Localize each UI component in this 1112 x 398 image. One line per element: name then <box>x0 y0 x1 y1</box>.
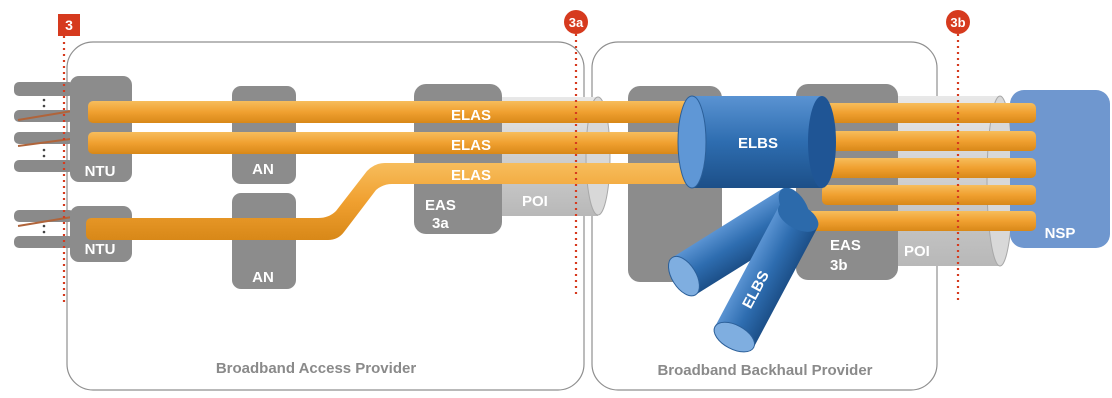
elas-label-3: ELAS <box>451 167 491 184</box>
elbs-angled-cylinder <box>667 187 819 353</box>
copper-leads <box>17 109 79 227</box>
ntu-top-label: NTU <box>85 163 116 180</box>
elas-label-2: ELAS <box>451 137 491 154</box>
backhaul-provider-label: Broadband Backhaul Provider <box>657 362 872 379</box>
elbs-main-cylinder <box>677 95 836 189</box>
an-bottom-box <box>232 193 296 289</box>
marker-3-label: 3 <box>65 17 73 33</box>
elas-pipes <box>86 101 690 240</box>
eas-3b-label-line2: 3b <box>830 257 848 274</box>
elas-label-1: ELAS <box>451 107 491 124</box>
reference-lines <box>62 34 960 305</box>
marker-3a <box>564 10 588 34</box>
access-provider-label: Broadband Access Provider <box>216 360 417 377</box>
marker-3b-label: 3b <box>950 15 965 30</box>
poi-right-label: POI <box>904 243 930 260</box>
connector-stubs <box>14 82 74 248</box>
dots-icon <box>42 98 46 234</box>
an-top-label: AN <box>252 161 274 178</box>
nsp-box <box>1010 90 1110 248</box>
marker-3 <box>58 14 80 36</box>
elbs-main-label: ELBS <box>738 135 778 152</box>
backhaul-pipes <box>806 103 1036 231</box>
eas-3b-label-line1: EAS <box>830 237 861 254</box>
nsp-label: NSP <box>1045 225 1076 242</box>
marker-3b <box>946 10 970 34</box>
an-bottom-label: AN <box>252 269 274 286</box>
poi-left-label: POI <box>522 193 548 210</box>
eas-3a-label-line1: EAS <box>425 197 456 214</box>
ntu-bottom-label: NTU <box>85 241 116 258</box>
marker-3a-label: 3a <box>569 15 584 30</box>
eas-3a-label-line2: 3a <box>432 215 449 232</box>
